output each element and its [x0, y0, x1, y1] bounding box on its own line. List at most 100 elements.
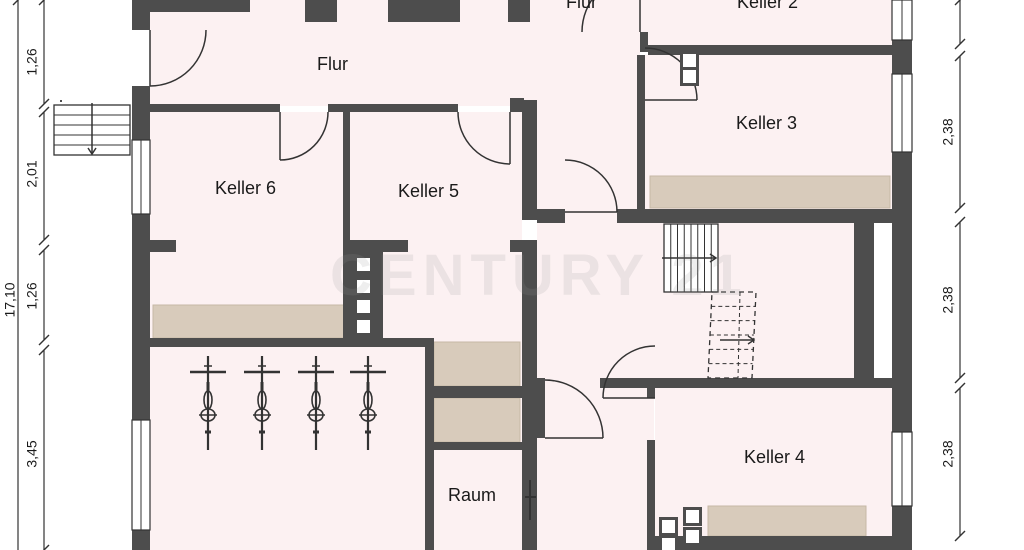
- floor-area: [537, 378, 654, 550]
- storage-shelves: [152, 175, 891, 537]
- chimney-flue: [357, 320, 370, 333]
- shelf: [707, 505, 867, 537]
- wall: [150, 0, 250, 12]
- door: [279, 111, 329, 161]
- window: [131, 419, 151, 531]
- bicycle-icon: [350, 356, 386, 450]
- wall: [150, 104, 280, 112]
- room-label-keller-6: Keller 6: [215, 178, 277, 198]
- dimension-tick: [954, 202, 966, 214]
- dimension-tick: [954, 38, 966, 50]
- dimension-tick: [954, 530, 966, 542]
- wall: [617, 209, 892, 223]
- wall: [305, 0, 337, 22]
- dimension-tick: [43, 544, 50, 550]
- room-label-raum: Raum: [448, 485, 497, 505]
- wall: [648, 45, 892, 55]
- wall: [522, 100, 537, 220]
- chimney-flue: [683, 70, 696, 83]
- floor-area: [383, 240, 523, 340]
- wall: [647, 388, 655, 398]
- dimension-right-2: 2,38: [939, 286, 956, 314]
- door: [149, 29, 207, 87]
- shelf: [649, 175, 891, 209]
- shelf: [433, 397, 521, 443]
- room-label-flur-top: Flur: [566, 0, 597, 12]
- window: [891, 431, 913, 507]
- wall: [537, 209, 565, 223]
- dimension-tick: [38, 234, 50, 246]
- windows: [131, 0, 913, 531]
- room-label-keller-2: Keller 2: [737, 0, 799, 12]
- wall: [425, 386, 522, 398]
- dimension-tick: [12, 0, 19, 6]
- wall: [647, 440, 655, 550]
- chimney-flue: [662, 538, 675, 550]
- wall: [132, 0, 150, 30]
- wall: [537, 378, 545, 438]
- dimension-tick: [954, 216, 966, 228]
- door: [602, 345, 656, 399]
- chimney-flue: [662, 520, 675, 533]
- wall: [350, 240, 408, 252]
- wall: [328, 104, 458, 112]
- stairs-icon: [53, 103, 757, 379]
- wall: [640, 32, 648, 52]
- chimney-flue: [686, 530, 699, 543]
- bicycle-icon: [298, 356, 334, 450]
- dimension-tick: [38, 334, 50, 346]
- window: [891, 0, 913, 41]
- wall: [854, 220, 874, 380]
- wall: [425, 442, 522, 450]
- wall: [388, 0, 460, 22]
- door: [564, 159, 618, 213]
- window: [891, 73, 913, 153]
- room-label-keller-5: Keller 5: [398, 181, 460, 201]
- dimension-tick: [38, 0, 45, 6]
- dimension-tick: [38, 98, 50, 110]
- floor-area: [522, 100, 644, 220]
- dimension-left-3: 1,26: [23, 282, 40, 310]
- chimney-flue: [357, 258, 370, 271]
- door: [581, 0, 641, 33]
- wall: [655, 536, 892, 550]
- dimension-right-3: 2,38: [939, 440, 956, 468]
- chimney-flue: [686, 510, 699, 523]
- chimney-flue: [683, 54, 696, 67]
- wall: [600, 378, 892, 388]
- room-label-keller-4: Keller 4: [744, 447, 806, 467]
- dimension-total: 17,10: [1, 282, 18, 318]
- dimension-tick: [954, 50, 966, 62]
- wall: [510, 98, 524, 112]
- dimension-left-2: 2,01: [23, 160, 40, 188]
- bicycles: [190, 356, 386, 450]
- shelf: [152, 304, 347, 339]
- wall: [637, 55, 645, 215]
- bicycle-icon: [244, 356, 280, 450]
- dimension-tick: [38, 244, 50, 256]
- dimension-left-4: 3,45: [23, 440, 40, 468]
- dimension-lines: [12, 0, 966, 550]
- watermark: CENTURY 21: [330, 243, 748, 308]
- chimney-icon: [357, 51, 702, 550]
- wall: [343, 112, 350, 340]
- door: [457, 111, 511, 165]
- wall: [522, 240, 537, 550]
- wall: [150, 338, 432, 347]
- dimension-tick: [954, 0, 961, 6]
- dimension-tick: [38, 344, 50, 356]
- doors: [149, 0, 698, 520]
- wall: [60, 100, 62, 102]
- dimension-tick: [954, 372, 966, 384]
- room-label-keller-3: Keller 3: [736, 113, 798, 133]
- shelf: [433, 341, 521, 387]
- dimension-left-1: 1,26: [23, 48, 40, 76]
- window: [131, 139, 151, 215]
- floor-area: [150, 347, 425, 550]
- dimension-right-1: 2,38: [939, 118, 956, 146]
- dimension-tick: [954, 382, 966, 394]
- floor-area: [640, 0, 892, 45]
- room-label-flur: Flur: [317, 54, 348, 74]
- door: [544, 379, 604, 439]
